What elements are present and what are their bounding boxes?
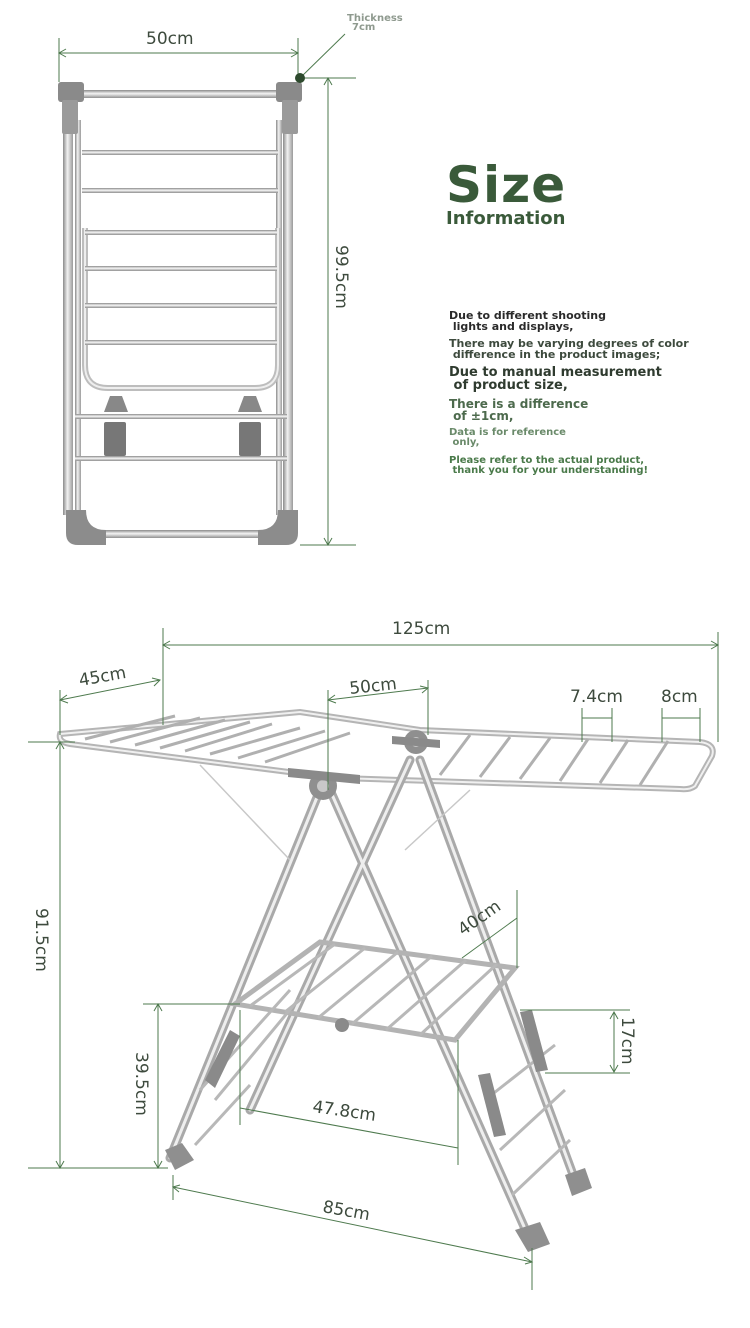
shelf-height-label: 39.5cm: [131, 1052, 151, 1116]
foot-span-dimension: [171, 1175, 534, 1290]
middle-length-dimension: [326, 680, 430, 790]
wing-length-dimension: [58, 677, 161, 735]
shelf-height-dimension: [143, 1002, 240, 1170]
shelf-depth-dimension: [461, 890, 518, 968]
note-difference: There is a difference of ±1cm,: [449, 397, 589, 423]
title-size: Size: [446, 156, 567, 214]
title-information: Information: [446, 208, 566, 229]
thickness-value: 7cm: [352, 22, 375, 33]
width-label: 50cm: [146, 29, 194, 49]
middle-length-label: 50cm: [348, 674, 397, 699]
total-length-label: 125cm: [392, 619, 450, 639]
open-rack-drawing: [56, 708, 716, 1252]
thickness-marker: [295, 33, 346, 83]
foot-span-label: 85cm: [321, 1197, 371, 1225]
height-label: 99.5cm: [331, 245, 351, 309]
shelf-width-label: 47.8cm: [311, 1097, 377, 1126]
note-color-difference: There may be varying degrees of color di…: [449, 337, 689, 361]
rod-spacing-label: 7.4cm: [570, 687, 623, 707]
shelf-width-dimension: [239, 1010, 459, 1165]
note-manual-measurement: Due to manual measurement of product siz…: [449, 365, 662, 393]
note-reference: Data is for reference only,: [449, 427, 566, 448]
folded-rack-drawing: [58, 82, 302, 545]
wing-length-label: 45cm: [77, 663, 127, 691]
side-rack-height-dimension: [520, 1009, 630, 1074]
height-label-open: 91.5cm: [31, 908, 51, 972]
note-actual-product: Please refer to the actual product, than…: [449, 455, 649, 476]
notes: Due to different shooting lights and dis…: [449, 310, 739, 482]
side-rack-height-label: 17cm: [617, 1017, 637, 1065]
rod-spacing-label-2: 8cm: [661, 687, 698, 707]
size-information-title: Size Information: [446, 160, 566, 228]
rod-spacing-dimension: [581, 708, 613, 742]
total-length-dimension: [161, 628, 720, 742]
height-dimension-open: [28, 740, 168, 1170]
note-shooting-lights: Due to different shooting lights and dis…: [449, 309, 606, 333]
thickness-label: Thickness: [347, 13, 403, 24]
rod-spacing-dimension-2: [661, 708, 701, 742]
height-dimension: [300, 76, 356, 547]
